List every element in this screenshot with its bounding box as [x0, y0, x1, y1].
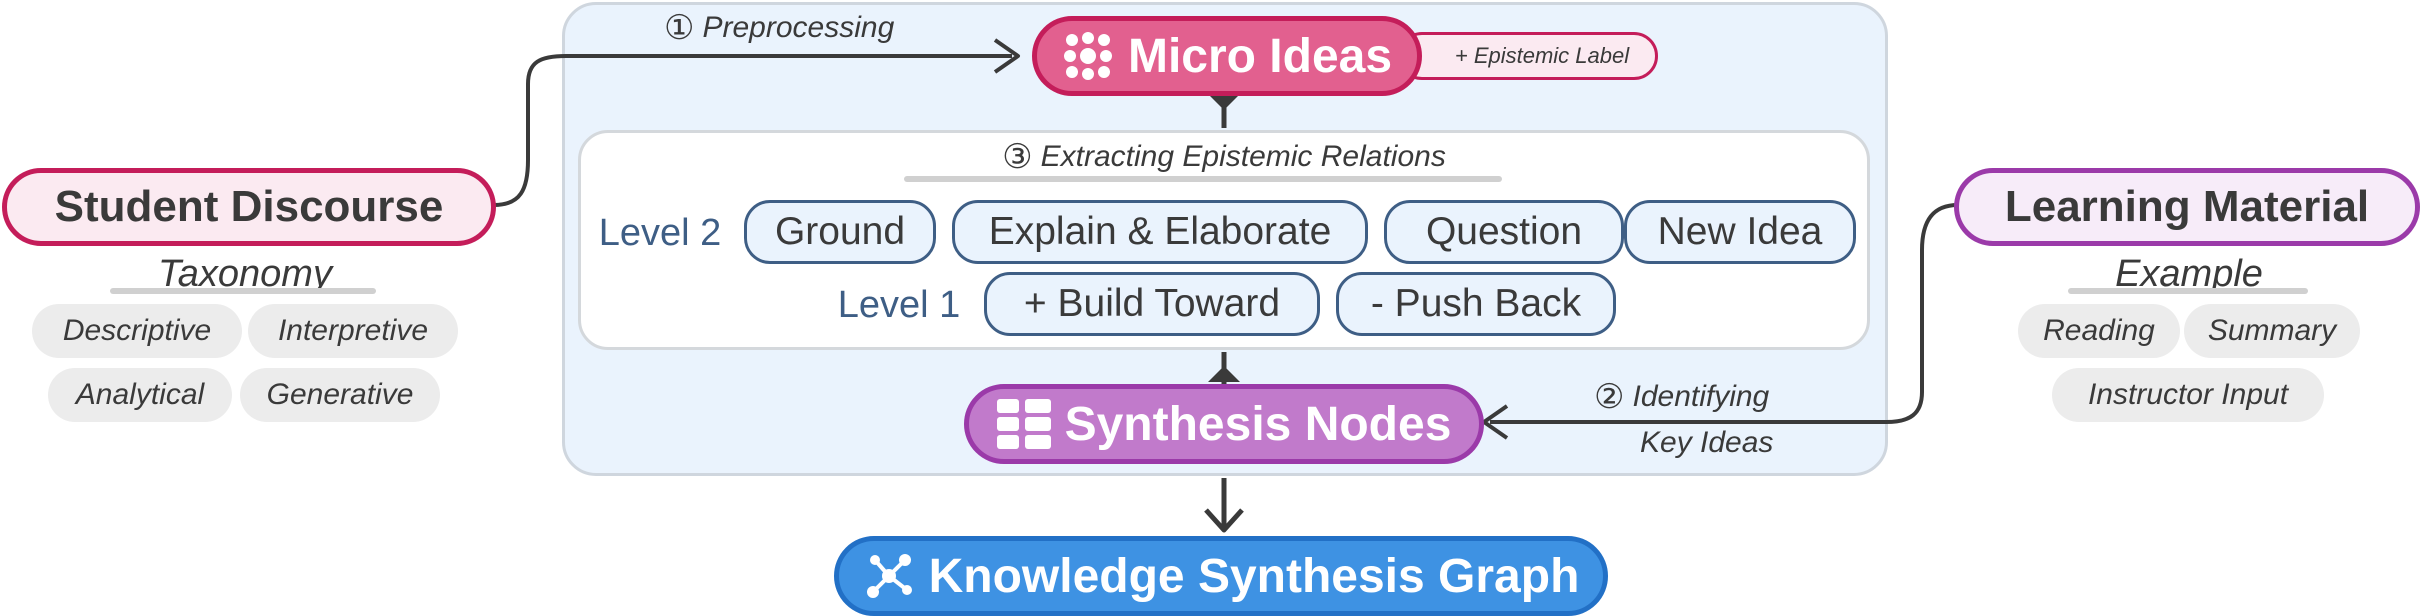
learning-material-node: Learning Material	[1954, 168, 2420, 246]
preprocessing-connector	[493, 54, 1012, 207]
synthesis-nodes-label: Synthesis Nodes	[1064, 397, 1452, 451]
relation-new-idea: New Idea	[1624, 200, 1856, 264]
level-2-label: Level 2	[598, 211, 722, 254]
taxonomy-tag-generative: Generative	[240, 368, 440, 422]
example-underline	[2068, 288, 2308, 294]
level-1-label: Level 1	[837, 283, 961, 326]
epistemic-label-text: + Epistemic Label	[1454, 43, 1630, 68]
example-tag-instructor-input: Instructor Input	[2052, 368, 2324, 422]
taxonomy-tag-descriptive: Descriptive	[32, 304, 242, 358]
relation-build-toward: + Build Toward	[984, 272, 1320, 336]
taxonomy-heading: Taxonomy	[158, 252, 332, 295]
identifying-number: ②	[1594, 378, 1625, 416]
extracting-underline	[904, 176, 1502, 182]
micro-ideas-node: Micro Ideas	[1032, 16, 1422, 96]
student-discourse-node: Student Discourse	[2, 168, 496, 246]
example-tag-summary: Summary	[2184, 304, 2360, 358]
identifying-line1: Identifying	[1632, 380, 1770, 413]
extracting-number: ③	[1002, 138, 1033, 176]
relation-question: Question	[1384, 200, 1624, 264]
learning-material-label: Learning Material	[2004, 182, 2370, 231]
student-discourse-label: Student Discourse	[54, 182, 444, 231]
knowledge-synthesis-graph-label: Knowledge Synthesis Graph	[928, 549, 1580, 603]
network-graph-icon	[866, 554, 912, 598]
preprocessing-arrowhead	[993, 38, 1020, 74]
synthesis-to-graph-arrowhead	[1204, 508, 1244, 533]
knowledge-synthesis-graph-node: Knowledge Synthesis Graph	[834, 536, 1608, 616]
taxonomy-tag-analytical: Analytical	[48, 368, 232, 422]
identifying-arrowhead	[1482, 404, 1509, 440]
relation-ground: Ground	[744, 200, 936, 264]
epistemic-label-tag: + Epistemic Label	[1398, 32, 1658, 80]
extracting-text: Extracting Epistemic Relations	[1040, 140, 1446, 173]
example-tag-reading: Reading	[2018, 304, 2180, 358]
preprocessing-number: ①	[664, 9, 695, 47]
identifying-connector	[1490, 203, 1959, 424]
micro-to-relations-triangle	[1208, 94, 1240, 110]
grid-blocks-icon	[996, 399, 1051, 449]
identifying-key-ideas-label: ② Identifying Key Ideas	[1594, 374, 1834, 464]
dots-cluster-icon	[1063, 32, 1112, 80]
relation-push-back: - Push Back	[1336, 272, 1616, 336]
identifying-line2: Key Ideas	[1640, 426, 1774, 459]
micro-ideas-label: Micro Ideas	[1127, 29, 1393, 83]
taxonomy-tag-interpretive: Interpretive	[248, 304, 458, 358]
relation-explain-elaborate: Explain & Elaborate	[952, 200, 1368, 264]
extracting-relations-heading: ③ Extracting Epistemic Relations	[904, 136, 1544, 178]
synthesis-nodes-node: Synthesis Nodes	[964, 384, 1484, 464]
example-heading: Example	[2115, 252, 2263, 295]
relations-to-synthesis-triangle	[1208, 366, 1240, 382]
preprocessing-text: Preprocessing	[702, 11, 895, 44]
preprocessing-label: ① Preprocessing	[664, 8, 894, 48]
taxonomy-underline	[110, 288, 376, 294]
